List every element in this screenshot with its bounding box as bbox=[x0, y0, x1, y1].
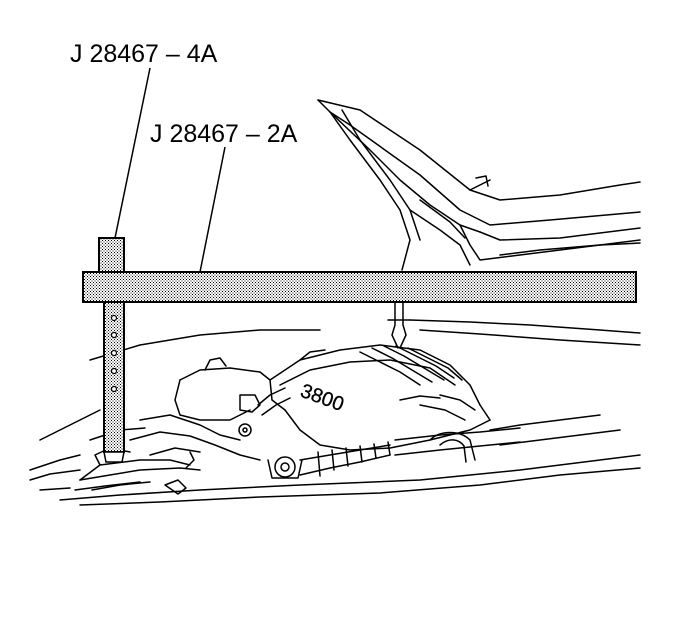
crossbar-tool bbox=[82, 271, 637, 303]
hood-latch-hook bbox=[387, 299, 411, 349]
fender-lines bbox=[29, 319, 641, 506]
callout-tool-4a: J 28467 – 4A bbox=[70, 40, 218, 68]
vertical-support-tool bbox=[98, 237, 125, 463]
engine-badge: 3800 bbox=[297, 380, 346, 416]
engine-cover bbox=[269, 344, 491, 451]
open-hood bbox=[317, 99, 641, 261]
callout-leaders bbox=[114, 67, 226, 273]
leader-line-2a bbox=[199, 146, 226, 273]
front-pulley bbox=[238, 423, 303, 479]
hoses bbox=[257, 349, 621, 463]
callout-tool-2a: J 28467 – 2A bbox=[150, 120, 298, 148]
left-components bbox=[74, 357, 271, 495]
leader-line-4a bbox=[114, 67, 151, 239]
manifold-runners bbox=[299, 427, 521, 477]
hood-prop bbox=[329, 109, 471, 271]
